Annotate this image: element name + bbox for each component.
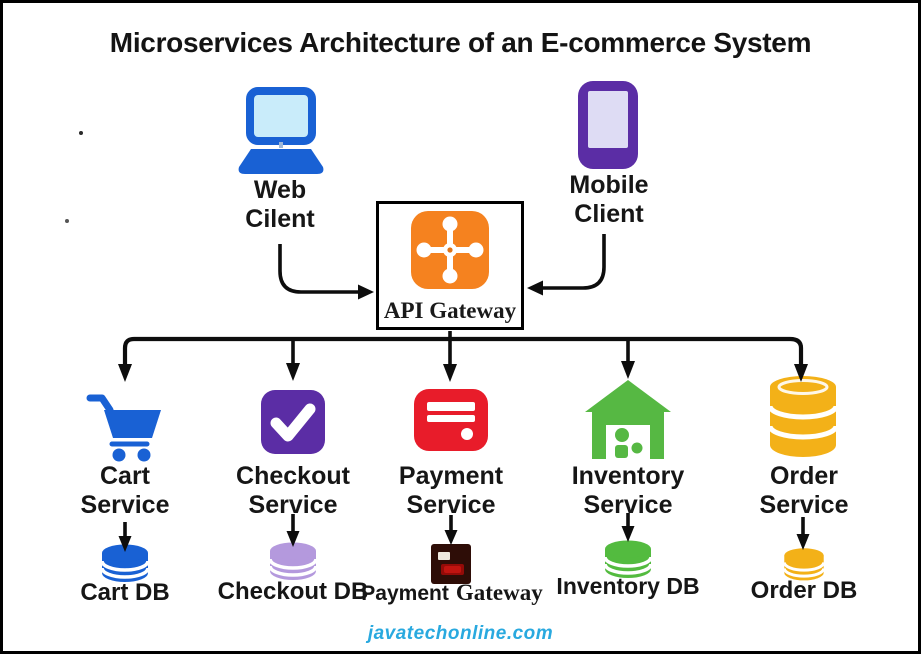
order-db-icon: [782, 548, 826, 581]
laptop-icon: [238, 87, 324, 174]
order-service-label: Order Service: [759, 462, 849, 519]
api-gateway-icon: [411, 211, 489, 289]
page-title: Microservices Architecture of an E-comme…: [109, 27, 812, 58]
credit-card-icon: [414, 389, 488, 451]
payment-service-label: Payment Service: [398, 462, 504, 519]
api-gateway-label: API Gateway: [383, 298, 517, 323]
mobile-client-label: Mobile Client: [569, 171, 649, 228]
inventory-service-label: Inventory Service: [571, 462, 685, 519]
checkout-db-icon: [268, 542, 318, 580]
artifact-dot: [79, 131, 83, 135]
cart-service-label: Cart Service: [80, 462, 170, 519]
shopping-cart-icon: [86, 394, 161, 462]
payment-gateway-icon: [431, 544, 471, 584]
checkmark-icon: [261, 390, 325, 454]
payment-gateway-label-serif: Gateway: [455, 580, 543, 605]
artifact-dot: [65, 219, 69, 223]
payment-gateway-label-sans: Payment: [361, 582, 449, 605]
site-watermark: javatechonline.com: [367, 623, 554, 644]
cart-db-icon: [100, 544, 150, 582]
checkout-service-label: Checkout Service: [236, 462, 350, 519]
api-gateway-box: API Gateway: [376, 201, 524, 330]
database-stack-icon: [767, 376, 839, 457]
checkout-db-label: Checkout DB: [217, 578, 369, 605]
order-db-label: Order DB: [750, 577, 858, 604]
warehouse-icon: [585, 380, 671, 459]
inventory-db-icon: [603, 540, 653, 578]
inventory-db-label: Inventory DB: [556, 573, 700, 599]
web-client-label: Web Cilent: [245, 176, 315, 233]
tablet-icon: [578, 81, 638, 169]
payment-gateway-label: Payment Gateway: [361, 580, 542, 607]
cart-db-label: Cart DB: [80, 579, 170, 606]
